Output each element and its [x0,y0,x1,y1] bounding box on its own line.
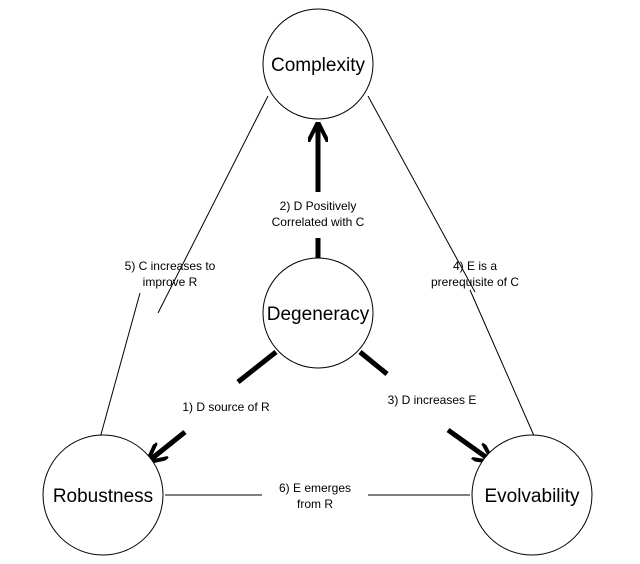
complexity-label: Complexity [271,55,365,76]
evolvability-node [471,434,593,556]
edge-label-4-line2: prerequisite of C [431,275,519,289]
complexity-node [262,8,374,120]
edge-label-2-line1: 2) D Positively [280,199,357,213]
edge-label-6-line2: from R [297,497,333,511]
edge-label-1: 1) D source of R [182,400,270,414]
arrow-degeneracy-to-evolvability-stub [358,350,389,376]
degeneracy-label: Degeneracy [267,304,370,325]
edge-label-5-line2: improve R [143,275,198,289]
robustness-label: Robustness [53,486,153,507]
line-complexity-robustness [157,95,269,314]
edge-label-5-line1: 5) C increases to [125,259,216,273]
edge-label-4-line1: 4) E is a [453,259,497,273]
arrow-degeneracy-to-robustness-stub [236,350,278,384]
edge-label-2-line2: Correlated with C [272,215,365,229]
line-complexity-evolvability [367,95,476,293]
evolvability-label: Evolvability [484,486,580,507]
line-robustness-complexity-lower [99,292,141,439]
edge-label-3: 3) D increases E [388,393,477,407]
arrow-degeneracy-to-evolvability-head [446,427,490,460]
robustness-node [42,434,164,556]
degeneracy-node [262,257,374,369]
edge-label-6-line1: 6) E emerges [279,481,351,495]
arrow-degeneracy-to-robustness-head [150,430,187,460]
line-evolvability-complexity-lower [469,289,536,439]
